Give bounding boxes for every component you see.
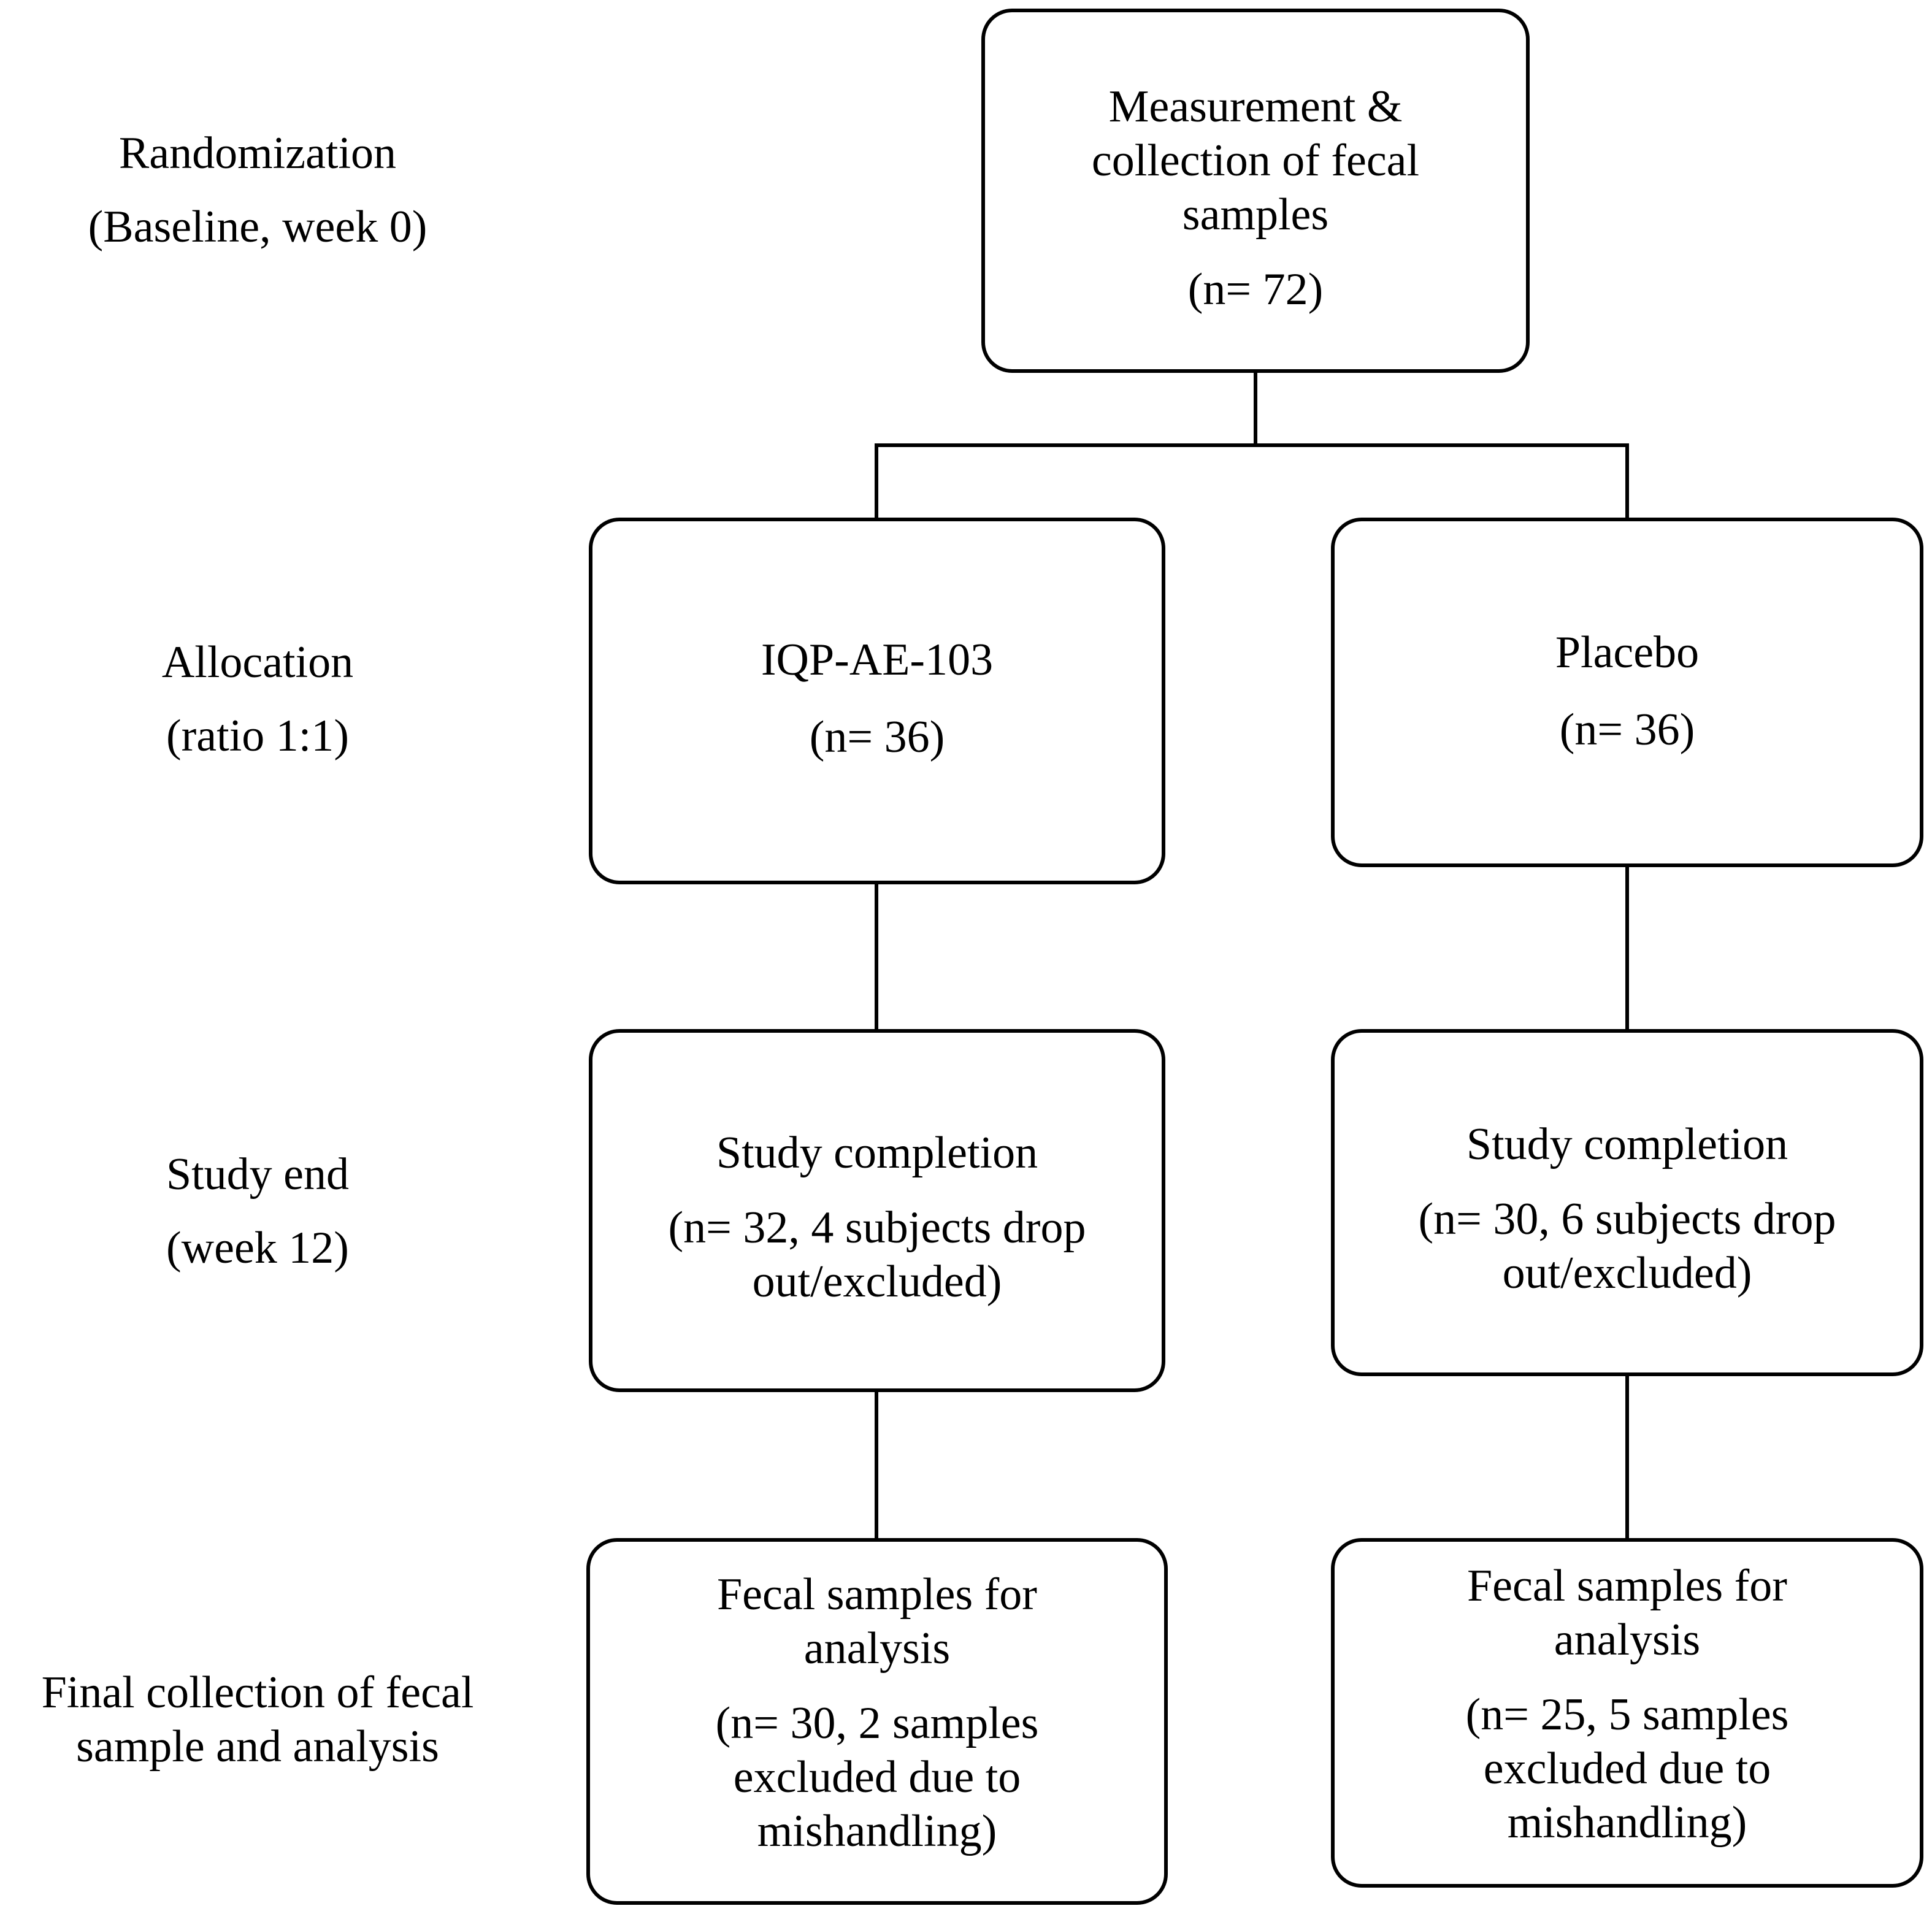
stage-allocation-title: Allocation <box>161 637 354 687</box>
box-iqp-completion-title: Study completion <box>716 1128 1038 1178</box>
box-placebo-final-analysis: Fecal samples for analysis (n= 25, 5 sam… <box>1331 1538 1923 1888</box>
box-baseline-measurement: Measurement & collection of fecal sample… <box>981 9 1530 373</box>
box-placebo-completion-note: out/excluded) <box>1502 1248 1752 1298</box>
box-placebo-completion-title: Study completion <box>1466 1119 1788 1169</box>
box-iqp-final-note: excluded due to <box>733 1752 1021 1802</box>
stage-study-end-detail: (week 12) <box>166 1223 349 1273</box>
stage-label-study-end: Study end (week 12) <box>25 1138 491 1285</box>
stage-allocation-detail: (ratio 1:1) <box>166 711 349 761</box>
box-placebo-final-title-cont: analysis <box>1554 1615 1701 1665</box>
box-baseline-line2: collection of fecal <box>1091 136 1420 186</box>
box-placebo-completion-count: (n= 30, 6 subjects drop <box>1418 1194 1836 1244</box>
box-placebo-allocation: Placebo (n= 36) <box>1331 518 1923 867</box>
box-iqp-completion-count: (n= 32, 4 subjects drop <box>668 1203 1086 1253</box>
box-iqp-completion: Study completion (n= 32, 4 subjects drop… <box>589 1029 1165 1392</box>
box-baseline-count: (n= 72) <box>1187 264 1324 315</box>
box-iqp-final-analysis: Fecal samples for analysis (n= 30, 2 sam… <box>586 1538 1168 1905</box>
box-placebo-allocation-name: Placebo <box>1555 627 1700 678</box>
stage-final-title: Final collection of fecal <box>41 1667 474 1718</box>
stage-randomization-title: Randomization <box>118 128 397 178</box>
box-iqp-final-title-cont: analysis <box>803 1623 951 1674</box>
box-baseline-line1: Measurement & <box>1108 82 1403 132</box>
stage-label-final-collection: Final collection of fecal sample and ana… <box>0 1666 515 1774</box>
box-placebo-completion: Study completion (n= 30, 6 subjects drop… <box>1331 1029 1923 1376</box>
box-placebo-final-note: excluded due to <box>1483 1744 1771 1794</box>
box-placebo-final-note-cont: mishandling) <box>1507 1797 1747 1848</box>
box-iqp-allocation-name: IQP-AE-103 <box>761 635 994 685</box>
box-iqp-final-count: (n= 30, 2 samples <box>715 1698 1039 1748</box>
box-baseline-line3: samples <box>1182 189 1329 240</box>
stage-final-detail: sample and analysis <box>76 1721 439 1772</box>
stage-study-end-title: Study end <box>166 1149 350 1200</box>
box-placebo-final-count: (n= 25, 5 samples <box>1465 1690 1789 1740</box>
box-iqp-final-title: Fecal samples for <box>717 1569 1037 1620</box>
box-iqp-completion-note: out/excluded) <box>752 1257 1002 1307</box>
box-placebo-allocation-count: (n= 36) <box>1559 705 1695 755</box>
stage-label-allocation: Allocation (ratio 1:1) <box>25 626 491 773</box>
box-iqp-final-note-cont: mishandling) <box>757 1806 997 1856</box>
box-iqp-allocation: IQP-AE-103 (n= 36) <box>589 518 1165 884</box>
stage-label-randomization: Randomization (Baseline, week 0) <box>25 117 491 264</box>
box-placebo-final-title: Fecal samples for <box>1467 1561 1787 1611</box>
box-iqp-allocation-count: (n= 36) <box>809 712 945 762</box>
stage-randomization-detail: (Baseline, week 0) <box>88 202 427 252</box>
